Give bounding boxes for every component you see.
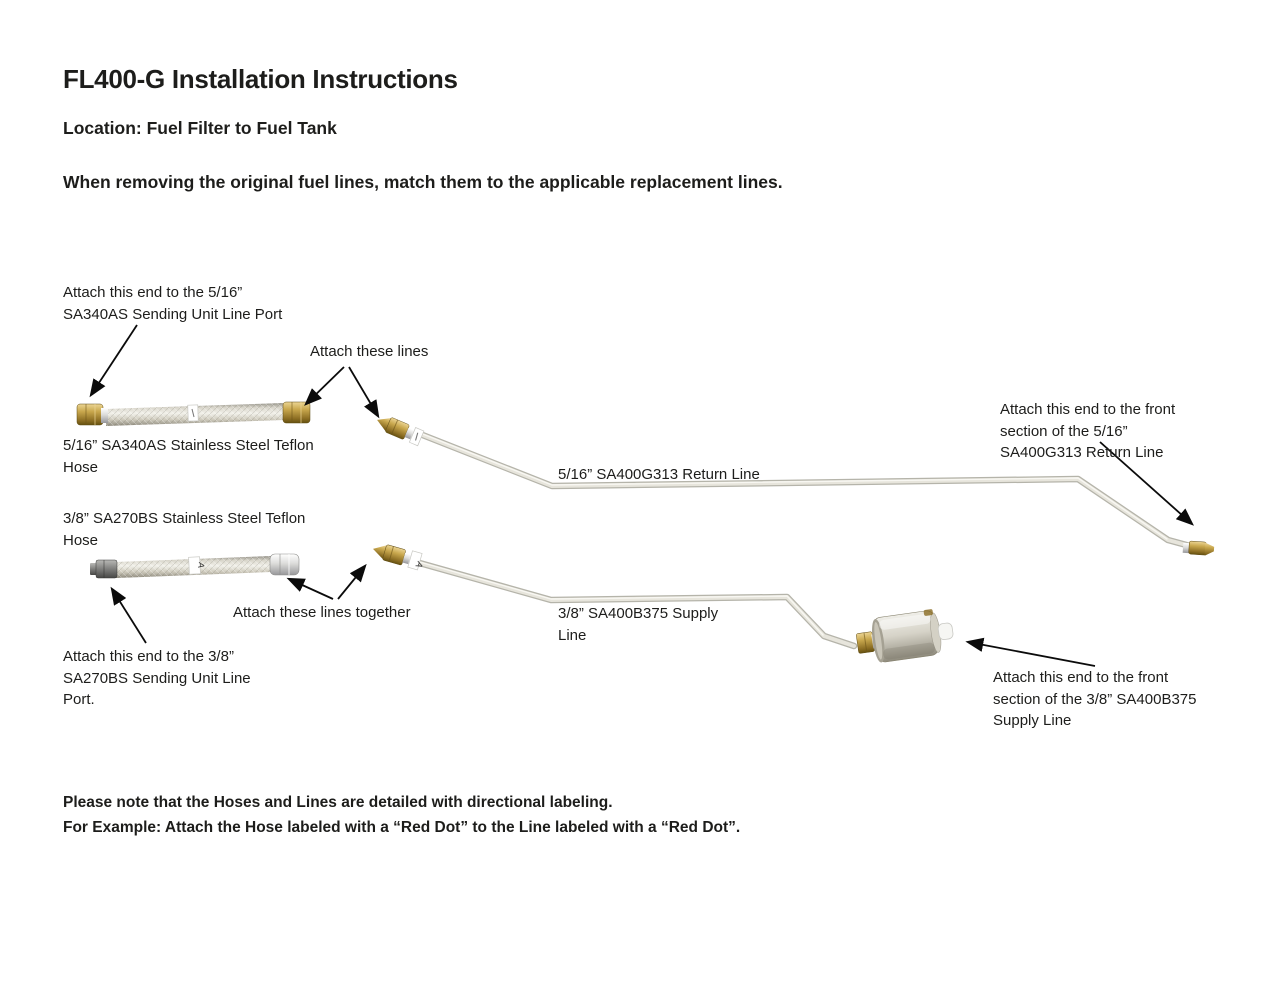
arrow-to-hose516-right-end [304, 366, 345, 406]
page-title: FL400-G Installation Instructions [63, 64, 458, 94]
arrow-to-hose38-left-end [110, 586, 147, 644]
return-line-end-fitting-icon [1182, 540, 1215, 556]
annotation-attach-return-front: Attach this end to the front section of … [1000, 401, 1176, 461]
part-tag [407, 550, 423, 571]
filter-outlet-nub [937, 622, 954, 640]
part-tag-letter: A [414, 560, 426, 570]
annotation-arrows [89, 324, 1195, 667]
hose-38: A [90, 553, 300, 579]
supply-line: A [373, 544, 858, 650]
arrow-to-return-line-end [1099, 441, 1195, 526]
annotation-attach-38-port: Attach this end to the 3/8” SA270BS Send… [63, 648, 251, 708]
hose-38-left-fitting-icon [95, 559, 118, 579]
hose-38-right-fitting-icon [269, 553, 300, 576]
arrow-to-hose516-left-end [89, 324, 138, 398]
label-hose-38: 3/8” SA270BS Stainless Steel Teflon Hose [63, 510, 306, 549]
supply-line-start-fitting-icon: A [373, 544, 426, 571]
annotation-attach-516-port: Attach this end to the 5/16” SA340AS Sen… [63, 284, 283, 323]
arrow-to-hose38-right-end [286, 577, 334, 600]
hose-516-left-fitting-icon [76, 403, 104, 426]
annotation-attach-these-lines: Attach these lines [310, 343, 429, 360]
location-subtitle: Location: Fuel Filter to Fuel Tank [63, 118, 337, 138]
part-tag-letter: A [196, 562, 207, 570]
directional-labeling-note: Please note that the Hoses and Lines are… [63, 794, 741, 836]
annotation-attach-supply-front: Attach this end to the front section of … [993, 669, 1197, 729]
arrow-to-supply-line-start [337, 563, 367, 600]
arrow-to-fuel-filter [965, 637, 1096, 667]
hose-516 [76, 401, 311, 426]
arrow-to-return-line-start [348, 366, 380, 419]
label-hose-516: 5/16” SA340AS Stainless Steel Teflon Hos… [63, 437, 314, 476]
label-return-line: 5/16” SA400G313 Return Line [558, 466, 760, 483]
annotation-attach-lines-together: Attach these lines together [233, 604, 411, 621]
hose-516-right-fitting-icon [282, 401, 311, 424]
return-line [377, 417, 1215, 556]
fuel-filter [856, 609, 954, 663]
return-line-start-fitting-icon [377, 417, 425, 447]
warning-text: When removing the original fuel lines, m… [63, 172, 783, 192]
part-tag [188, 556, 201, 575]
label-supply-line: 3/8” SA400B375 Supply Line [558, 605, 719, 644]
